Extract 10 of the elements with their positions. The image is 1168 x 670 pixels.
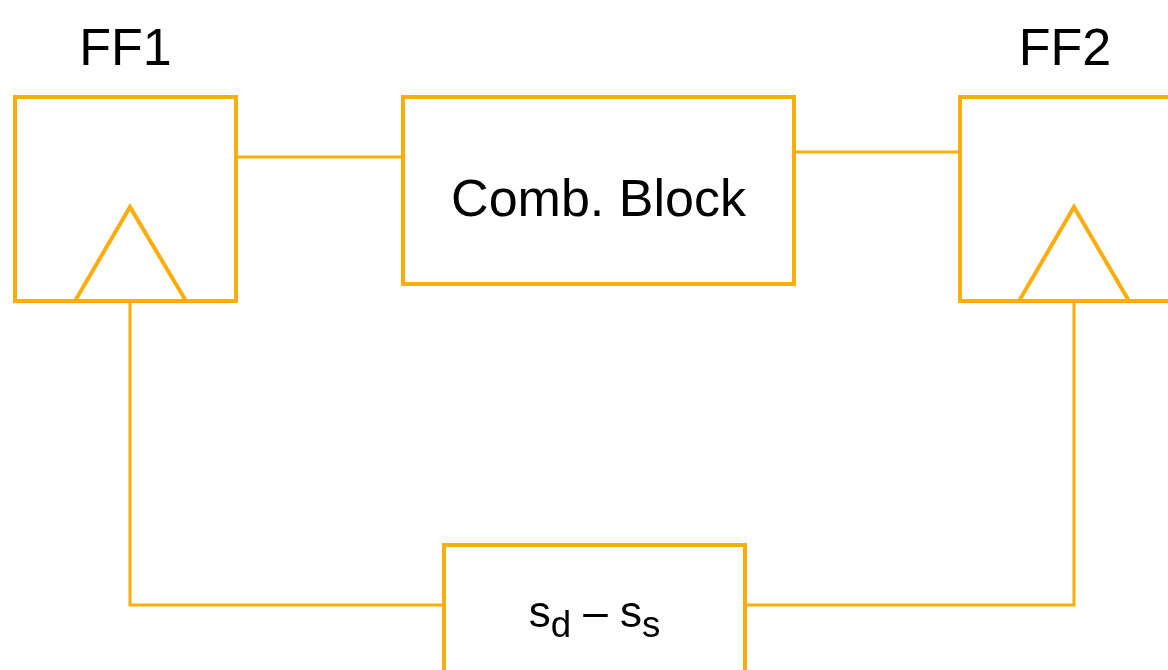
wire — [238, 155, 401, 159]
delay-box — [442, 543, 747, 670]
logic-block-box — [401, 95, 796, 286]
block-label: Comb. Block — [451, 167, 746, 228]
wire — [747, 303, 1076, 607]
flip-flop-label: FF1 — [79, 17, 172, 77]
delay-label: s$_{d}$ – s$_{s}$ — [528, 587, 661, 646]
flip-flop-label: FF2 — [1018, 17, 1112, 77]
wire — [796, 150, 958, 154]
wire — [128, 303, 442, 607]
